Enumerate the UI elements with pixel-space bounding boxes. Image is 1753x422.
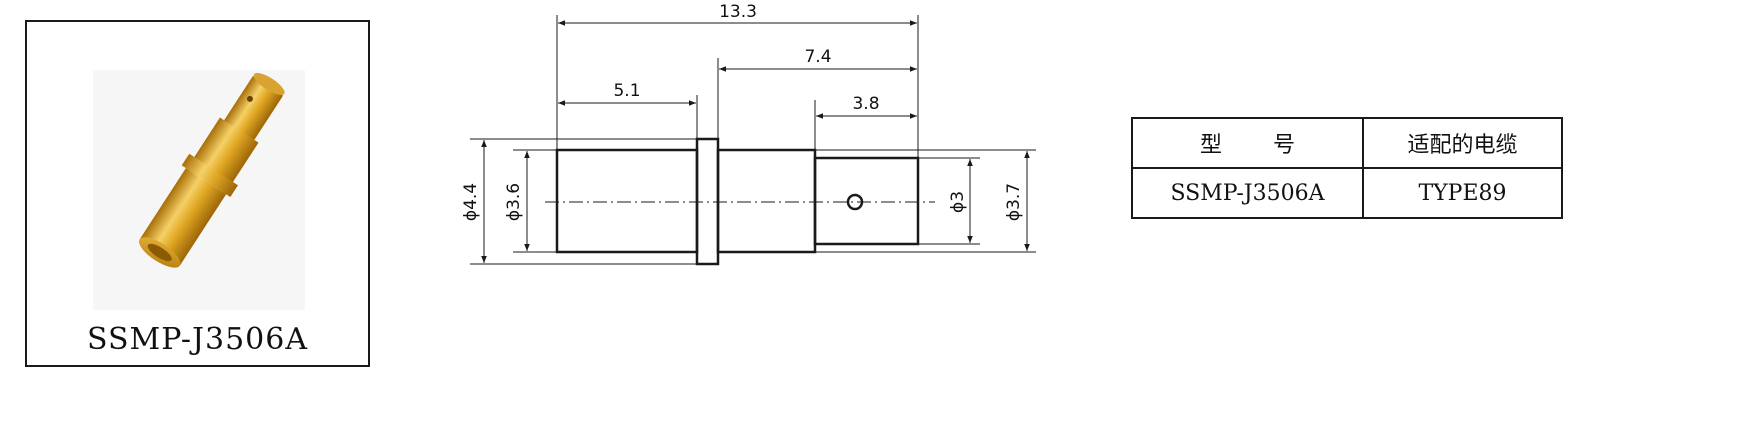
product-photo-card: SSMP-J3506A [25, 20, 370, 367]
product-model-caption: SSMP-J3506A [86, 322, 308, 357]
dim-label-overall: 13.3 [719, 2, 757, 22]
tip-outline [813, 156, 920, 246]
dim-label-tip: 3.8 [852, 94, 879, 114]
rear-body-outline [716, 148, 817, 254]
dim-label-flange-dia: ϕ4.4 [461, 183, 481, 221]
cable-cell: TYPE89 [1362, 167, 1563, 219]
dim-label-rear-dia: ϕ3.7 [1004, 183, 1024, 221]
dim-label-body-dia: ϕ3.6 [504, 183, 524, 221]
dim-label-front: 5.1 [613, 81, 640, 101]
header-model-cell: 型 号 [1131, 117, 1364, 169]
front-body-outline [555, 148, 699, 254]
dim-label-rear: 7.4 [804, 47, 831, 67]
spec-table: 型 号 适配的电缆 SSMP-J3506A TYPE89 [1131, 117, 1563, 219]
model-cell: SSMP-J3506A [1131, 167, 1364, 219]
dim-label-tip-dia: ϕ3 [948, 191, 968, 213]
spec-table-row: SSMP-J3506A TYPE89 [1131, 167, 1563, 219]
gold-connector-photo [138, 72, 285, 268]
spec-table-header-row: 型 号 适配的电缆 [1131, 117, 1563, 169]
header-cable-cell: 适配的电缆 [1362, 117, 1563, 169]
